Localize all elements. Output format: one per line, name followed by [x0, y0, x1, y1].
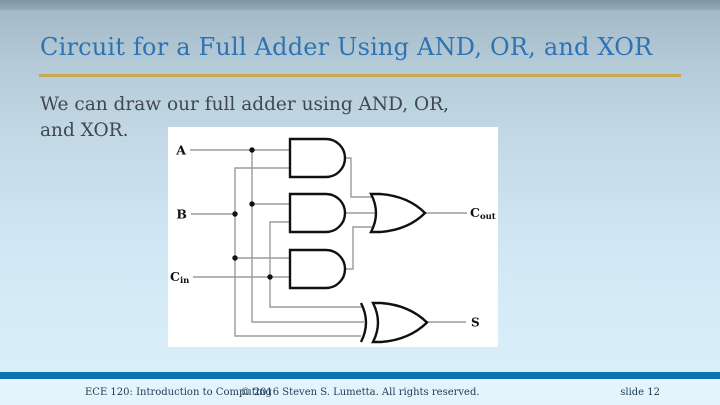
label-output-cout: Cout — [470, 205, 496, 222]
xor-gate — [371, 301, 429, 344]
and-gate-1 — [288, 137, 347, 179]
and-gate-2 — [288, 192, 347, 234]
or-gate — [369, 192, 427, 234]
full-adder-circuit-diagram: A B Cin Cout S — [168, 127, 498, 347]
top-edge-strip — [0, 0, 720, 10]
wire-b-branch — [234, 167, 361, 337]
body-line-1: We can draw our full adder using AND, OR… — [40, 94, 450, 115]
junction-a-and2 — [249, 201, 255, 207]
body-line-2: and XOR. — [40, 120, 129, 141]
junction-dots — [232, 147, 273, 280]
footer-accent-bar — [0, 372, 720, 379]
and-gate-3 — [288, 248, 347, 290]
label-cin-subscript: in — [180, 276, 189, 286]
junction-cin — [267, 274, 273, 280]
footer-course-name: ECE 120: Introduction to Computing — [85, 387, 272, 398]
label-input-b: B — [176, 207, 187, 222]
label-cin-base: C — [170, 269, 180, 284]
gates — [288, 137, 429, 344]
label-output-s: S — [471, 316, 480, 330]
junction-b — [232, 211, 238, 217]
slide-title: Circuit for a Full Adder Using AND, OR, … — [40, 33, 653, 61]
xor-gate-back-arc — [359, 302, 368, 343]
label-cout-subscript: out — [480, 212, 496, 222]
wire-a-branch-to-xor — [251, 150, 364, 323]
junction-b-and3 — [232, 255, 238, 261]
label-cout-base: C — [470, 205, 480, 220]
label-input-a: A — [175, 143, 186, 158]
wire-cin-branch — [269, 221, 362, 308]
footer-slide-number: slide 12 — [620, 387, 660, 398]
slide-body-text: We can draw our full adder using AND, OR… — [40, 92, 460, 144]
wires — [190, 149, 467, 337]
footer: ECE 120: Introduction to Computing © 201… — [0, 379, 720, 405]
wire-and1-to-or — [345, 157, 377, 198]
title-underline — [39, 74, 681, 77]
label-input-cin: Cin — [170, 269, 189, 286]
footer-copyright: © 2016 Steven S. Lumetta. All rights res… — [240, 387, 480, 398]
circuit-svg: A B Cin Cout S — [170, 137, 496, 344]
wire-and3-to-or — [345, 226, 377, 270]
junction-a — [249, 147, 255, 153]
